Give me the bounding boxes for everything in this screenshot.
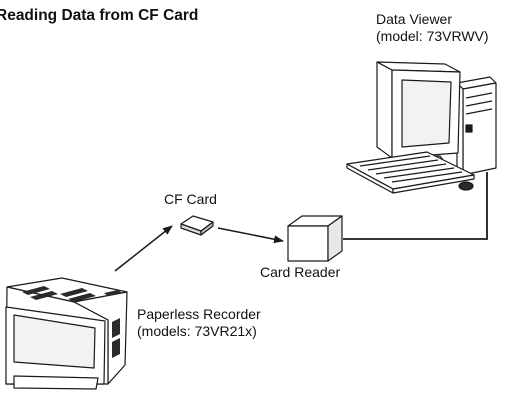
pc-monitor — [376, 61, 461, 167]
diagram-title: Reading Data from CF Card — [0, 7, 199, 24]
recorder-model: (models: 73VR21x) — [137, 323, 257, 339]
cf-card-icon — [180, 215, 214, 236]
arrow-card-to-reader — [217, 227, 284, 244]
card-reader-label: Card Reader — [260, 264, 341, 280]
pc-tower — [456, 76, 497, 176]
recorder-label: Paperless Recorder (models: 73VR21x) — [137, 306, 261, 340]
paperless-recorder-illustration — [5, 277, 128, 390]
card-reader-icon — [287, 215, 343, 262]
arrow-recorder-to-card — [114, 225, 173, 272]
data-viewer-label: Data Viewer (model: 73VRWV) — [376, 11, 489, 45]
data-viewer-name: Data Viewer — [376, 11, 453, 27]
computer-illustration — [346, 61, 497, 194]
pc-mouse — [458, 181, 474, 191]
pc-keyboard — [346, 151, 475, 194]
data-viewer-model: (model: 73VRWV) — [376, 28, 489, 44]
recorder-side-vents — [112, 318, 120, 358]
cf-card-label: CF Card — [164, 191, 217, 207]
recorder-vents — [22, 286, 122, 302]
recorder-name: Paperless Recorder — [137, 306, 261, 322]
usb-cable — [343, 172, 488, 240]
